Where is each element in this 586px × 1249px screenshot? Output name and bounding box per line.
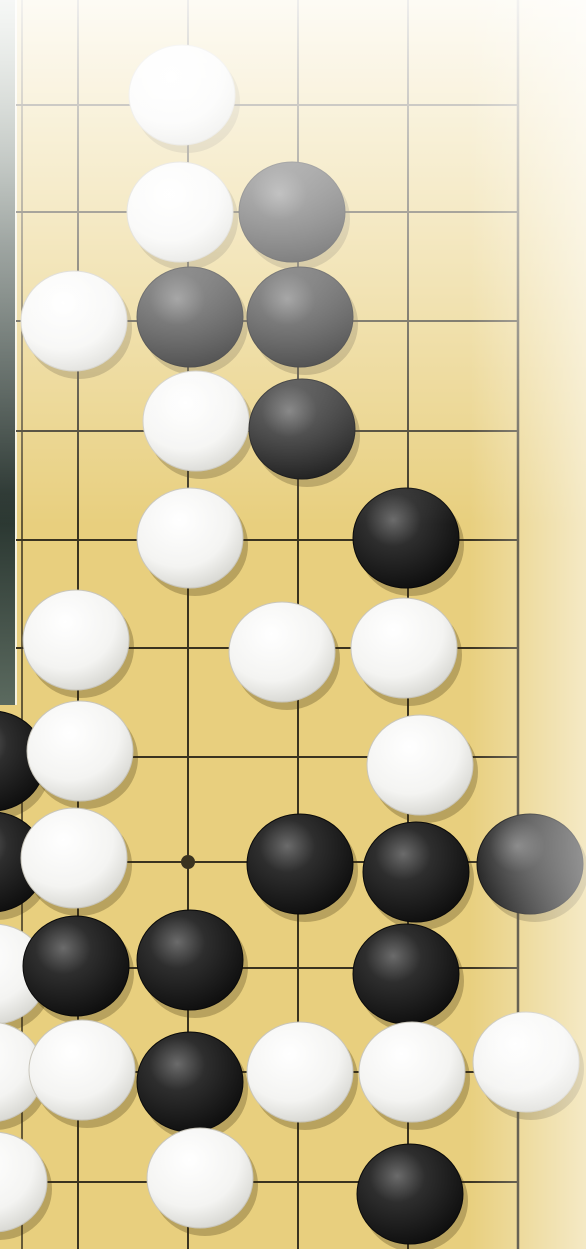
go-board-photo <box>0 0 586 1249</box>
right-fade-overlay <box>0 0 586 1249</box>
go-board <box>0 0 586 1249</box>
